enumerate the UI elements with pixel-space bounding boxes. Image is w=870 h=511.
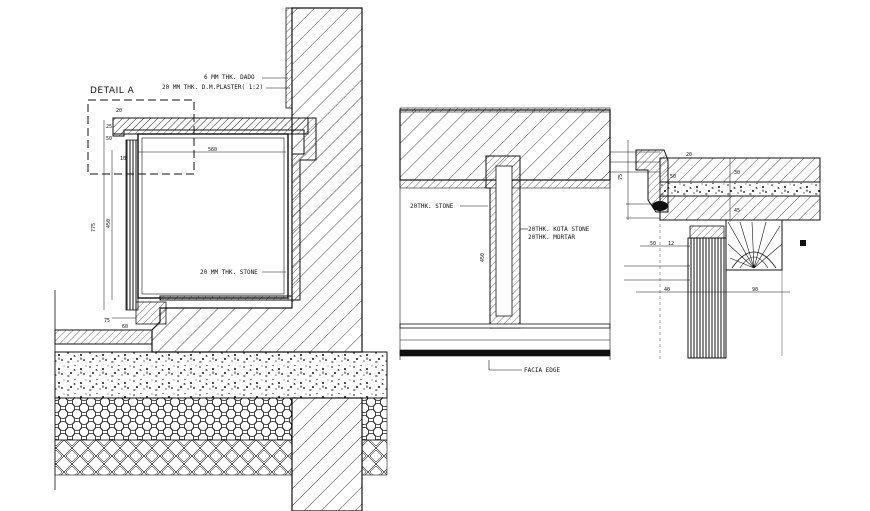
rubble-layer-right: [361, 397, 388, 441]
sill-block: [135, 301, 167, 325]
dim-75: 75: [104, 318, 110, 324]
plaster-layer: [285, 7, 293, 109]
mid-label-kota: 20THK. KOTA STONE: [528, 226, 590, 233]
r-lower-slab: [659, 195, 821, 221]
mid-bottom-band: [399, 323, 611, 329]
middle-section: 20THK. STONE 20THK. KOTA STONE 20THK. MO…: [399, 107, 611, 374]
r-dim-45: 45: [734, 208, 740, 214]
r-concrete-layer: [659, 181, 821, 197]
dim-top-20: 20: [116, 108, 122, 114]
r-dim-12: 12: [668, 241, 674, 247]
dim-560: 560: [208, 147, 217, 153]
left-section: DETAIL A 6 MM THK. DADO 20 MM THK. D.M.P…: [54, 7, 388, 511]
r-cap: [689, 225, 725, 239]
r-dim-90: 90: [752, 287, 758, 293]
wall-foundation: [291, 397, 363, 511]
stone-lining-inner: [141, 137, 285, 295]
r-arch-radial: [727, 221, 783, 269]
dim-25: 25: [106, 124, 112, 130]
mid-label-stone: 20THK. STONE: [410, 203, 454, 210]
r-dim-50b: 50: [650, 241, 656, 247]
label-plaster: 20 MM THK. D.M.PLASTER( 1:2): [162, 84, 263, 91]
sill-step: [54, 329, 153, 345]
r-column: [687, 237, 727, 359]
detail-a-box: [87, 99, 195, 175]
dim-450: 450: [106, 219, 112, 228]
glass-panel: [125, 139, 139, 311]
top-slab: [112, 117, 309, 135]
detail-a-title: DETAIL A: [90, 86, 135, 96]
dim-60: 60: [122, 324, 128, 330]
dim-10: 10: [120, 156, 126, 162]
label-stone: 20 MM THK. STONE: [200, 269, 258, 276]
r-dim-20: 20: [686, 152, 692, 158]
r-dim-30: 30: [734, 170, 740, 176]
r-arch-curve: [731, 251, 777, 269]
r-top-slab: [659, 157, 821, 183]
r-dim-50: 50: [670, 174, 676, 180]
r-dim-75: 75: [618, 174, 624, 180]
mid-finish-band: [399, 107, 611, 113]
right-section: 75 50 20 30 45 50 12 40 90: [610, 140, 821, 360]
label-dado: 6 MM THK. DADO: [204, 74, 255, 81]
mid-facia: [399, 349, 611, 357]
earth-layer-left: [54, 439, 293, 476]
dim-50: 50: [106, 136, 112, 142]
rubble-layer-left: [54, 397, 293, 441]
mid-fin-core: [495, 165, 513, 317]
r-arch-curve2: [739, 256, 769, 269]
earth-layer-right: [361, 439, 388, 476]
mid-dim-450: 450: [480, 253, 486, 262]
mid-label-mortar: 20THK. MORTAR: [528, 234, 575, 241]
r-marker: [800, 240, 806, 246]
dim-775: 775: [91, 223, 97, 232]
mid-label-facia: FACIA EDGE: [524, 367, 561, 374]
r-dim-40: 40: [664, 287, 670, 293]
concrete-bed: [54, 351, 388, 399]
